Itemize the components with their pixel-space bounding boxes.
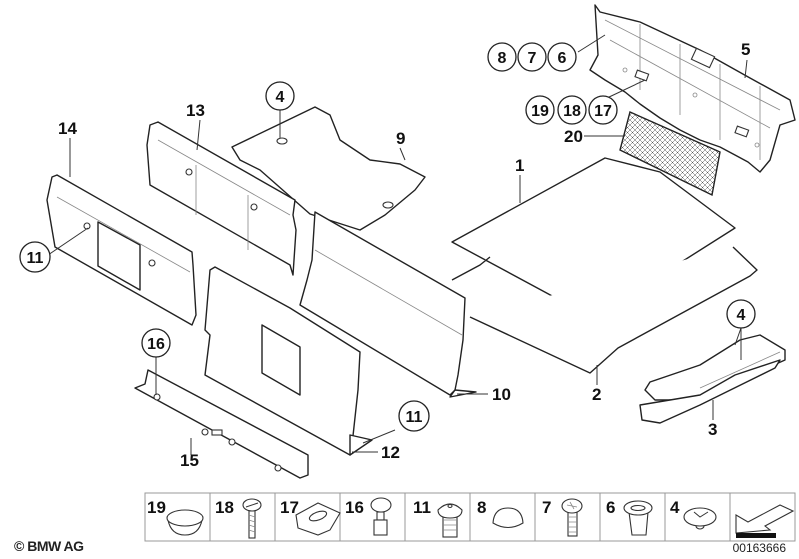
callout-3: 3 bbox=[708, 420, 717, 439]
slotted-screw-icon bbox=[242, 498, 262, 539]
part-2-floor-covering[interactable] bbox=[451, 246, 758, 374]
part-20-luggage-net[interactable] bbox=[619, 111, 721, 197]
callout-12: 12 bbox=[381, 443, 400, 462]
part-3-side-rail[interactable] bbox=[639, 334, 786, 424]
cap-plug-icon bbox=[166, 509, 204, 536]
part-5-rear-trim-panel[interactable] bbox=[589, 4, 796, 173]
callout-14: 14 bbox=[58, 119, 77, 138]
legend-number-19: 19 bbox=[147, 498, 166, 517]
circled-callout-19: 19 bbox=[525, 95, 555, 125]
direction-arrow-icon bbox=[735, 504, 795, 538]
legend-number-6: 6 bbox=[606, 498, 615, 517]
fastener-legend: 19 18 17 16 11 8 7 6 4 bbox=[144, 492, 796, 542]
legend-cell-11[interactable] bbox=[404, 492, 471, 542]
svg-text:4: 4 bbox=[276, 89, 285, 106]
circled-callout-11-left: 11 bbox=[19, 241, 51, 273]
legend-number-18: 18 bbox=[215, 498, 234, 517]
clip-nut-icon bbox=[295, 502, 341, 536]
callout-10: 10 bbox=[492, 385, 511, 404]
circled-callout-17: 17 bbox=[588, 95, 618, 125]
svg-text:16: 16 bbox=[147, 336, 165, 353]
legend-number-17: 17 bbox=[280, 498, 299, 517]
circled-callout-6: 6 bbox=[547, 42, 577, 72]
circled-callout-4-right: 4 bbox=[726, 299, 756, 329]
svg-text:11: 11 bbox=[27, 250, 44, 267]
svg-text:7: 7 bbox=[528, 50, 537, 67]
callout-20: 20 bbox=[564, 127, 583, 146]
circled-callout-7: 7 bbox=[517, 42, 547, 72]
svg-text:6: 6 bbox=[558, 50, 567, 67]
circled-callout-4-top: 4 bbox=[265, 81, 295, 111]
callout-13: 13 bbox=[186, 101, 205, 120]
callout-9: 9 bbox=[396, 129, 405, 148]
legend-number-16: 16 bbox=[345, 498, 364, 517]
part-10-partition-panel[interactable] bbox=[299, 211, 477, 398]
callout-2: 2 bbox=[592, 385, 601, 404]
legend-number-4: 4 bbox=[670, 498, 680, 517]
svg-text:17: 17 bbox=[594, 103, 612, 120]
svg-text:19: 19 bbox=[531, 103, 549, 120]
grommet-icon bbox=[623, 500, 653, 536]
svg-text:8: 8 bbox=[498, 50, 507, 67]
spreading-rivet-icon bbox=[683, 507, 717, 530]
part-14-side-panel[interactable] bbox=[46, 174, 197, 326]
callout-1: 1 bbox=[515, 156, 524, 175]
part-12-partition-panel[interactable] bbox=[204, 266, 373, 456]
phillips-screw-icon bbox=[561, 498, 583, 537]
circled-callout-11-right: 11 bbox=[398, 400, 430, 432]
legend-number-7: 7 bbox=[542, 498, 551, 517]
svg-text:18: 18 bbox=[563, 103, 581, 120]
legend-cell-18[interactable] bbox=[209, 492, 276, 542]
document-number: 00163666 bbox=[732, 541, 786, 555]
expanding-rivet-icon bbox=[370, 497, 392, 536]
copyright-text: © BMW AG bbox=[14, 538, 84, 554]
push-pin-icon bbox=[437, 503, 463, 538]
svg-text:4: 4 bbox=[737, 307, 746, 324]
part-15-sill-trim[interactable] bbox=[134, 369, 309, 479]
circled-callout-16: 16 bbox=[141, 328, 171, 358]
circled-callout-18: 18 bbox=[557, 95, 587, 125]
legend-number-8: 8 bbox=[477, 498, 486, 517]
dome-cap-icon bbox=[492, 507, 524, 529]
part-13-side-panel[interactable] bbox=[146, 121, 297, 276]
svg-text:11: 11 bbox=[406, 409, 423, 426]
circled-callout-8: 8 bbox=[487, 42, 517, 72]
callout-5: 5 bbox=[741, 40, 750, 59]
legend-number-11: 11 bbox=[413, 498, 431, 517]
callout-15: 15 bbox=[180, 451, 199, 470]
leader-lines bbox=[47, 34, 748, 455]
